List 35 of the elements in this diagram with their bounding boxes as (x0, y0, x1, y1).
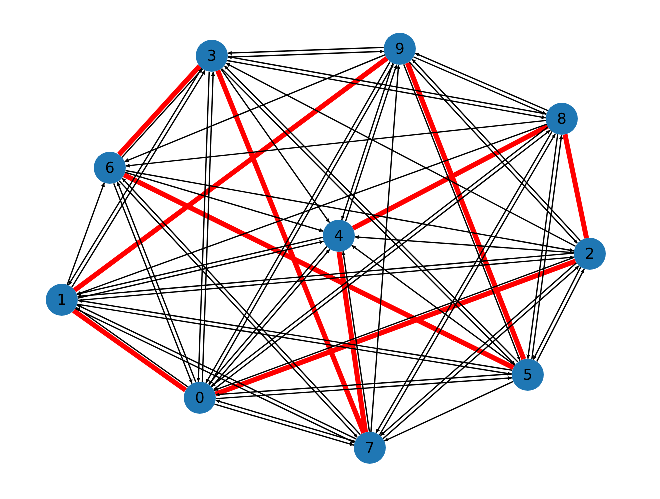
arrow (216, 70, 366, 434)
arrow (228, 46, 384, 56)
arrow (526, 134, 559, 359)
graph-node: 6 (94, 152, 126, 184)
arrow (226, 62, 576, 248)
graph-node: 9 (384, 33, 416, 65)
arrow (196, 72, 210, 382)
graph-node: 5 (512, 359, 544, 391)
arrow (531, 135, 564, 360)
arrow (562, 134, 590, 239)
arrow (73, 56, 389, 292)
arrow (76, 124, 548, 296)
graph-node: 3 (196, 40, 228, 72)
arrow (123, 172, 515, 370)
arrow (384, 381, 514, 442)
arrow (220, 68, 330, 224)
arrow (370, 64, 400, 432)
arrow (124, 54, 386, 163)
arrow (354, 235, 574, 254)
graph-node: 7 (354, 432, 386, 464)
arrow (125, 172, 324, 232)
graph-node: 4 (323, 220, 355, 252)
graph-node: 8 (546, 103, 578, 135)
arrow (126, 170, 574, 252)
arrow (202, 72, 216, 382)
arrow (352, 244, 516, 366)
arrow (66, 182, 106, 286)
graph-node: 2 (574, 238, 606, 270)
arrow (352, 124, 549, 231)
arrow (126, 120, 546, 168)
arrow (228, 50, 384, 58)
arrow (342, 251, 370, 432)
graph-node: 0 (184, 382, 216, 414)
graph-node: 1 (46, 284, 78, 316)
arrow (336, 252, 368, 433)
